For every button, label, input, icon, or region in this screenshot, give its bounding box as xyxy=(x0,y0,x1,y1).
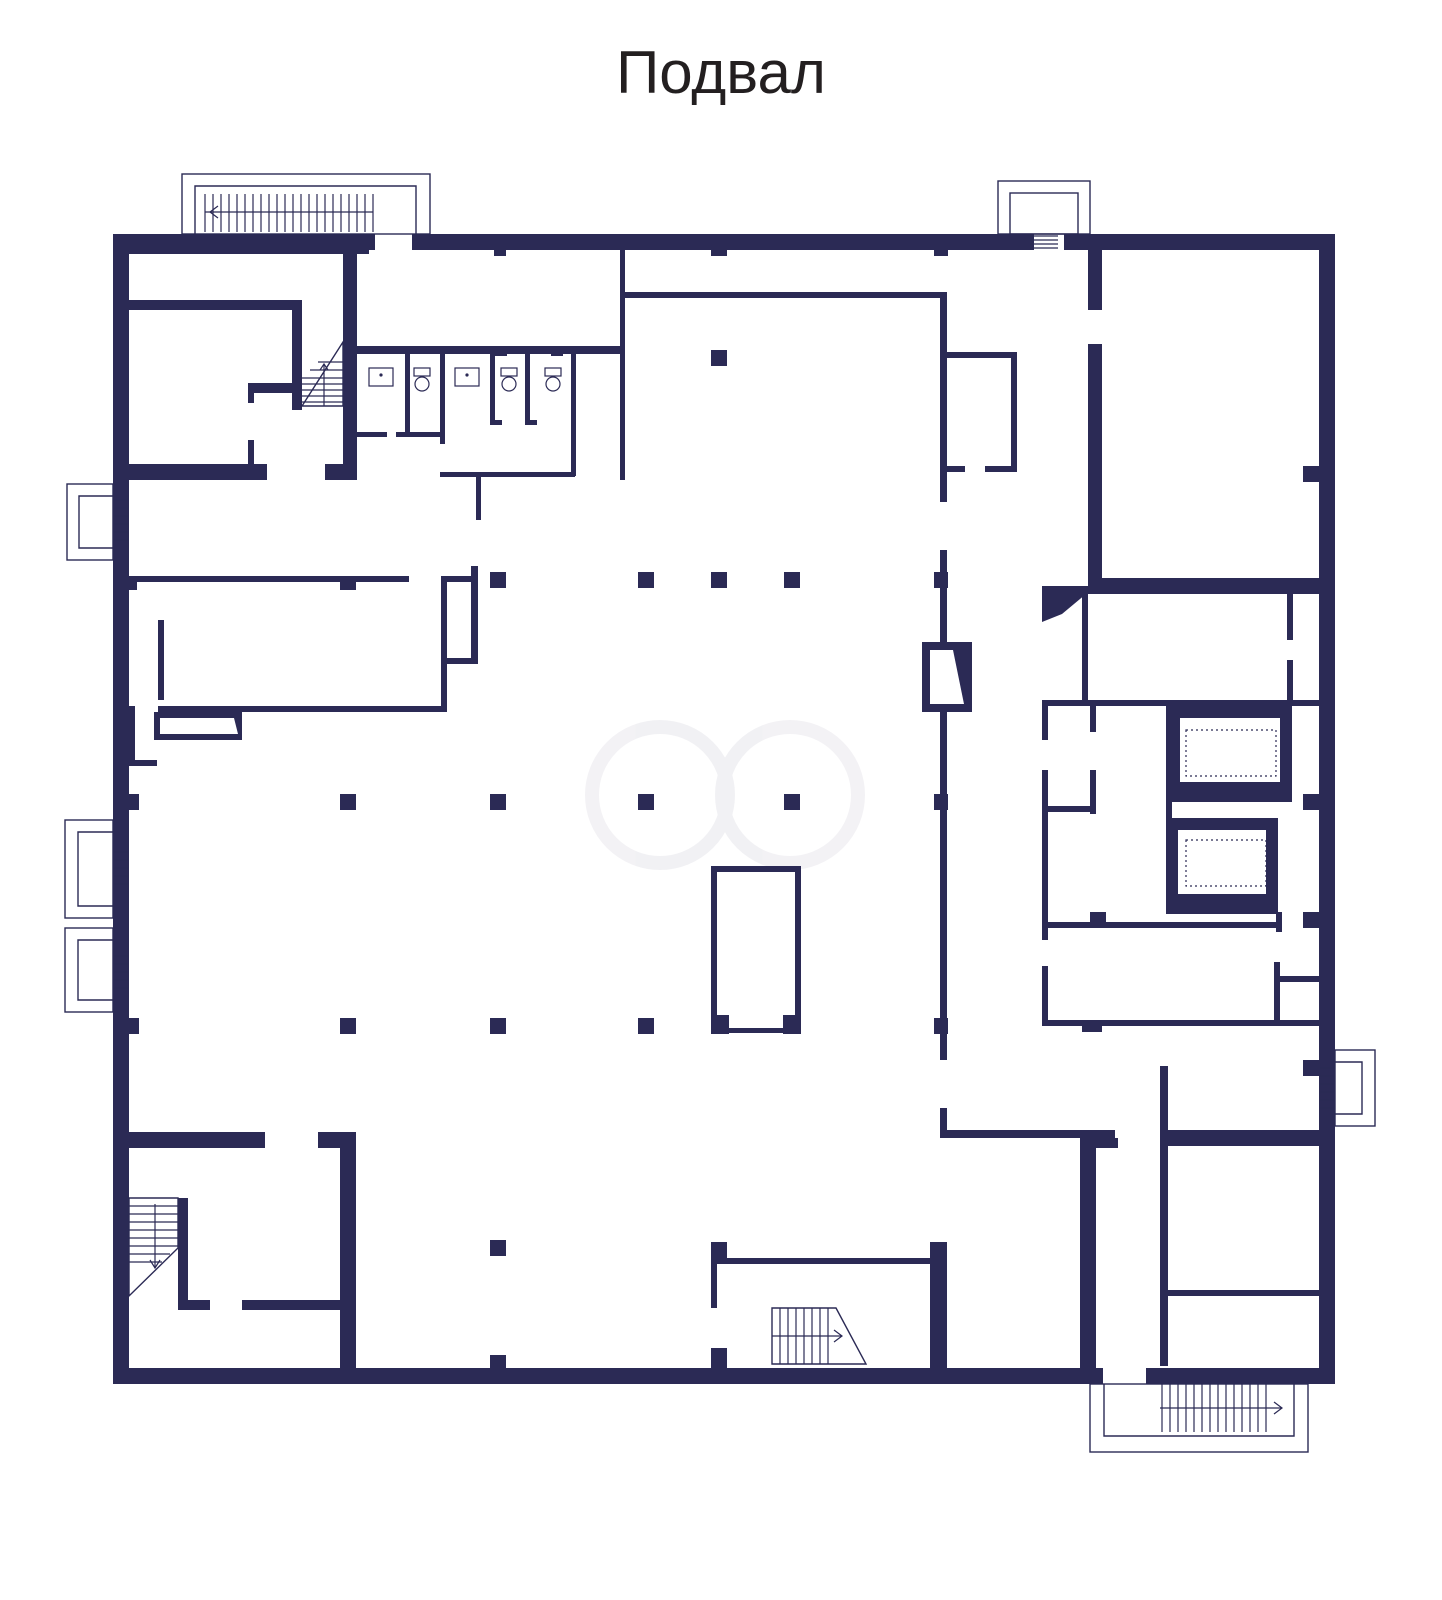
watermark xyxy=(585,720,865,870)
central-hall xyxy=(625,292,1115,1368)
stairs-bottom-middle xyxy=(771,1307,868,1365)
washroom-fixtures xyxy=(368,367,562,392)
outer-walls xyxy=(113,234,1335,1384)
left-middle-rooms xyxy=(129,566,478,766)
stairs-top-left xyxy=(181,173,431,235)
stairs-bottom-left xyxy=(128,1197,179,1298)
stairs-inner-top-left xyxy=(300,339,344,407)
stairs-top-right xyxy=(997,180,1091,249)
bottom-left-room xyxy=(129,1132,356,1368)
floor-plan-title: Подвал xyxy=(616,39,826,106)
stairs-bottom-right xyxy=(1089,1383,1309,1453)
columns xyxy=(129,250,948,1368)
right-rooms xyxy=(1042,250,1319,1376)
top-left-rooms xyxy=(129,250,625,520)
window-wells xyxy=(64,483,1376,1127)
